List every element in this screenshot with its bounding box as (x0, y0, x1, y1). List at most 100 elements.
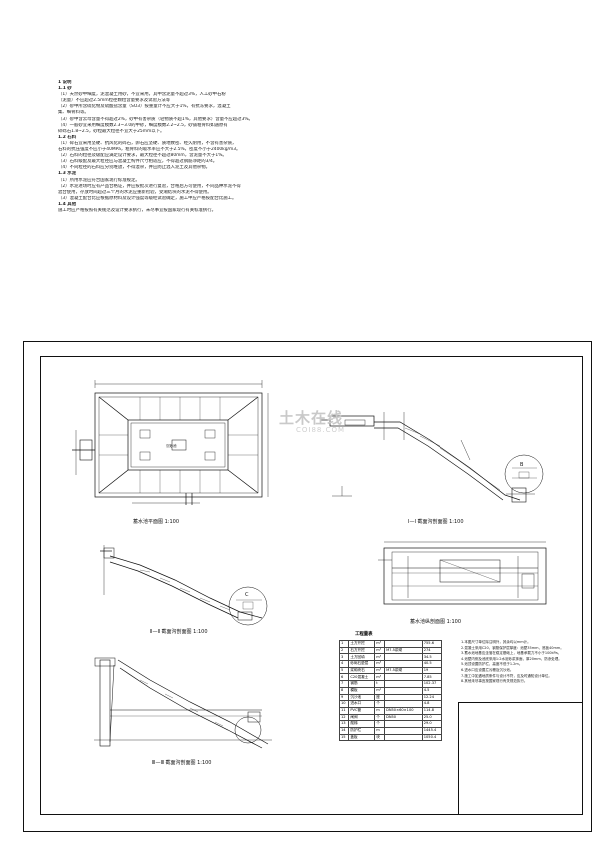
table-cell: m³ (374, 673, 386, 682)
note-line: 施工时应严格按照有关规范及设计要求执行，未尽事宜按国家现行有关标准执行。 (58, 207, 217, 213)
table-cell: m (374, 726, 386, 735)
table-cell: 34.5 (421, 653, 443, 662)
table-cell: C20混凝土 (348, 673, 376, 682)
drawing-note-line: 8.其他未尽事宜按国家现行有关规范执行。 (461, 679, 528, 684)
table-cell: 274 (421, 646, 443, 655)
table-cell (384, 673, 423, 682)
table-cell: 14 (338, 726, 350, 735)
drawing-note-line: 6.进水口应设置拦污栅及沉沙池。 (461, 667, 514, 672)
table-cell: 个 (374, 700, 386, 708)
section-2-2 (100, 545, 268, 626)
table-cell: 11 (338, 706, 350, 715)
note-line: 1.4 其他 (58, 201, 77, 207)
table-cell: 闸阀 (348, 713, 376, 722)
table-cell (384, 693, 423, 702)
note-line: 1.3 水泥 (58, 171, 77, 177)
quantity-table-title: 工程量表 (355, 632, 373, 637)
drawing-note-line: 2.混凝土采用C20，钢筋保护层厚度：池壁35mm，底板40mm。 (461, 645, 564, 650)
note-line: （1）天然砂中细度，泥混凝土用砂，不宜采用，其中含泥量不超过3%，人工砂中石粉 (58, 92, 226, 98)
note-line: （3）石料级配及最大粒径应与混凝土构件尺寸相适应，不得超过钢筋净距的3/4。 (58, 159, 218, 165)
table-cell: 29.0 (421, 720, 443, 728)
table-cell: 土方回填 (348, 653, 376, 662)
table-cell: 7.85 (421, 673, 443, 682)
caption-longitudinal: 蓄水池纵剖面图 1:100 (410, 619, 461, 625)
drawing-outer-border (23, 341, 592, 832)
table-cell (384, 680, 423, 688)
note-line: （1）所用水泥应符合国家现行标准规定。 (58, 177, 140, 183)
note-line: （2）砂中所含硫化物及硫酸盐含量（SO3）按重量计不应大于1%，有抗冻要求，混凝… (58, 104, 231, 110)
table-cell: M7.5浆砌 (384, 646, 423, 655)
note-line: （3）混凝土配合比应根据原材料及设计强度等级经试验确定，施工中应严格按配合比施工… (58, 195, 237, 201)
note-line: 混合使用，存放时间超过三个月的水泥应重新检验，受潮结块的水泥不得使用。 (58, 189, 212, 195)
section-1-1 (320, 412, 544, 503)
table-cell: 9 (338, 693, 350, 702)
table-cell: 4.8 (421, 700, 443, 708)
note-line: （4）不同粒径的石料应分别堆放，不得混杂，并应防止混入泥土及其他杂物。 (58, 165, 211, 171)
watermark-url: COI88.COM (296, 426, 346, 434)
drawing-note-line: 5.池顶设置防护栏，高度不低于1.2m。 (461, 662, 523, 667)
table-cell: 755.6 (421, 640, 443, 648)
table-cell (384, 660, 423, 668)
note-line: 1.1 砂 (58, 86, 72, 92)
table-cell: 石方开挖 (348, 646, 376, 655)
table-cell: DN50×60×100 (384, 706, 423, 715)
table-cell: 盖板 (348, 733, 376, 742)
drawing-note-line: 4.池壁内侧及池底采用1:2水泥砂浆抹面，厚20mm，防渗处理。 (461, 656, 562, 661)
table-cell (384, 653, 423, 662)
table-cell (384, 726, 423, 735)
table-cell: m (374, 706, 386, 715)
plan-view (72, 380, 269, 505)
note-line: （2）水泥进场时应有产品合格证，并应按批次进行复验，合格后方可使用，不同品种水泥… (58, 183, 241, 189)
table-cell: 3 (338, 653, 350, 662)
table-cell: m³ (374, 646, 386, 655)
note-line: （泥量）不应超过2.5mm粒径颗粒含量要求及试验方法等 (58, 98, 171, 104)
table-cell: 进水口 (348, 700, 376, 708)
table-cell: 4.5 (421, 686, 443, 695)
table-cell: 个 (374, 713, 386, 722)
longitudinal-section (378, 541, 547, 605)
table-cell: 钢筋 (348, 680, 376, 688)
table-cell: 12.24 (421, 693, 443, 702)
table-cell: m² (374, 686, 386, 695)
watermark-text: 土木在线 (279, 409, 344, 427)
table-cell: 土方开挖 (348, 640, 376, 648)
drawing-note-line: 7.施工中如遇地质条件与设计不符，应及时通知设计单位。 (461, 673, 552, 678)
table-cell: m³ (374, 660, 386, 668)
table-cell: t (374, 680, 386, 688)
svg-text:沉砂池: 沉砂池 (166, 443, 177, 448)
table-cell: 19 (421, 666, 443, 675)
table-cell: 砂砾石垫层 (348, 660, 376, 668)
detail-label-c: C (245, 592, 249, 598)
title-block (458, 702, 582, 815)
table-cell (384, 686, 423, 695)
table-cell (384, 640, 423, 648)
table-cell: 座 (374, 693, 386, 702)
table-cell (384, 720, 423, 728)
detail-label-b: B (520, 462, 524, 468)
note-line: 1 说明 (58, 80, 72, 85)
specification-notes: 1 说明 1.1 砂 （1）天然砂中细度，泥混凝土用砂，不宜采用，其中含泥量不超… (58, 80, 293, 214)
note-line: （1）碎石宜采用坚硬、抗风化的碎石，卵石应坚硬、质地致密、经久耐用，不含有害杂质… (58, 140, 237, 146)
note-line: （2）石料的粒径及级配应满足设计要求，最大粒径不超过80mm，含泥量不大于1%。 (58, 153, 227, 159)
table-cell: 防护栏 (348, 726, 376, 735)
table-cell: 4 (338, 660, 350, 668)
table-cell: 5 (338, 666, 350, 675)
table-cell: 25.0 (421, 713, 443, 722)
drawing-inner-border (40, 356, 583, 815)
table-cell: 模板 (348, 686, 376, 695)
note-line: 1.2 石料 (58, 134, 77, 140)
